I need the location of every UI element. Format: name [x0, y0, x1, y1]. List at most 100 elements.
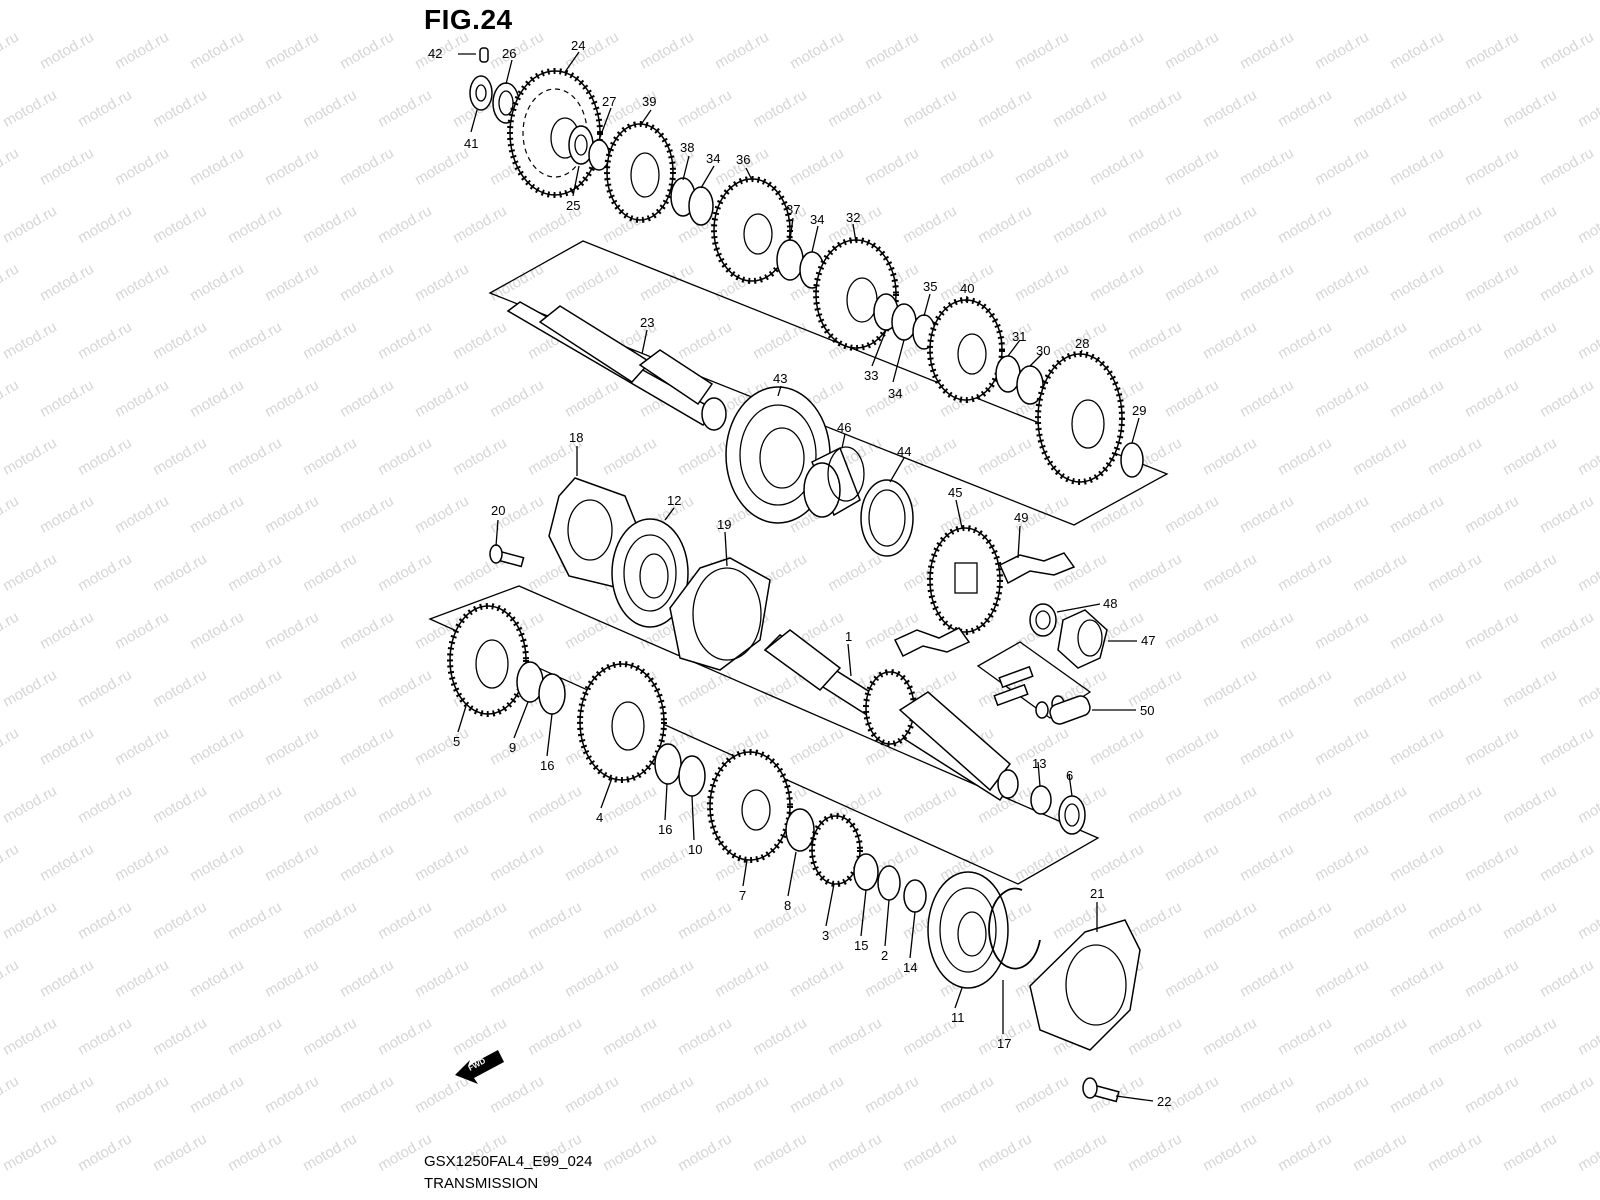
part-15-washer — [853, 853, 879, 891]
diagram-caption: TRANSMISSION — [424, 1175, 539, 1192]
callout-23: 23 — [640, 315, 654, 330]
part-23-countershaft — [506, 301, 727, 431]
callout-9: 9 — [509, 740, 516, 755]
part-47-nut — [1057, 609, 1108, 669]
callout-31: 31 — [1012, 329, 1026, 344]
callout-22: 22 — [1157, 1094, 1171, 1109]
part-50-chain-joint-set — [976, 641, 1092, 725]
part-16-circlip-a — [538, 673, 566, 715]
callout-26: 26 — [502, 46, 516, 61]
callout-7: 7 — [739, 888, 746, 903]
part-20-bolt — [489, 544, 525, 568]
part-4-gear — [577, 661, 667, 783]
part-45-sprocket — [927, 525, 1003, 635]
callout-13: 13 — [1032, 756, 1046, 771]
part-10-washer — [678, 755, 706, 797]
callout-15: 15 — [854, 938, 868, 953]
callout-34-a: 34 — [706, 151, 720, 166]
callout-19: 19 — [717, 517, 731, 532]
callout-30: 30 — [1036, 343, 1050, 358]
diagram-code: GSX1250FAL4_E99_024 — [424, 1153, 593, 1170]
callout-42: 42 — [428, 46, 442, 61]
callout-5: 5 — [453, 734, 460, 749]
callout-1: 1 — [845, 629, 852, 644]
part-16-circlip-b — [654, 743, 682, 785]
part-7-gear — [707, 749, 793, 863]
callout-29: 29 — [1132, 403, 1146, 418]
part-2-bushing — [877, 865, 901, 901]
part-13-circlip — [1030, 785, 1052, 815]
callout-34-b: 34 — [810, 212, 824, 227]
callout-38: 38 — [680, 140, 694, 155]
callout-14: 14 — [903, 960, 917, 975]
part-37-bushing — [776, 239, 804, 281]
part-40-gear — [927, 297, 1005, 403]
callout-34-c: 34 — [888, 386, 902, 401]
callout-32: 32 — [846, 210, 860, 225]
callout-37: 37 — [786, 202, 800, 217]
callout-25: 25 — [566, 198, 580, 213]
part-19-retainer — [669, 557, 771, 671]
callout-39: 39 — [642, 94, 656, 109]
part-27-washer — [588, 139, 610, 171]
callout-36: 36 — [736, 152, 750, 167]
callout-48: 48 — [1103, 596, 1117, 611]
leader-lines — [457, 51, 1154, 1102]
part-1-driveshaft — [763, 629, 1019, 802]
part-12-bearing — [611, 518, 689, 628]
callout-50: 50 — [1140, 703, 1154, 718]
part-46-collar — [803, 446, 865, 518]
part-25-bushing — [568, 125, 594, 165]
callout-4: 4 — [596, 810, 603, 825]
part-34-circlip-a — [688, 186, 714, 226]
callout-11: 11 — [951, 1010, 965, 1025]
callout-44: 44 — [897, 444, 911, 459]
part-14-washer — [903, 879, 927, 913]
part-8-bushing — [785, 808, 815, 852]
countershaft-group-outline — [488, 240, 1169, 526]
part-28-gear — [1035, 351, 1125, 485]
callout-10: 10 — [688, 842, 702, 857]
part-48-washer — [1029, 603, 1057, 637]
part-41-needle-bearing — [469, 75, 493, 111]
callout-27: 27 — [602, 94, 616, 109]
part-42-pin — [479, 47, 489, 63]
part-49-drive-chain — [893, 552, 1076, 658]
callout-20: 20 — [491, 503, 505, 518]
callout-labels: 42 26 24 41 27 39 25 38 34 36 37 34 32 2… — [428, 38, 1171, 1109]
part-11-bearing — [927, 871, 1009, 989]
part-44-oil-seal — [860, 479, 914, 557]
callout-3: 3 — [822, 928, 829, 943]
fwd-direction-marker: FWD — [455, 1050, 504, 1084]
callout-16-b: 16 — [658, 822, 672, 837]
part-6-bushing — [1058, 795, 1086, 835]
callout-18: 18 — [569, 430, 583, 445]
callout-45: 45 — [948, 485, 962, 500]
callout-46: 46 — [837, 420, 851, 435]
callout-47: 47 — [1141, 633, 1155, 648]
callout-41: 41 — [464, 136, 478, 151]
callout-24: 24 — [571, 38, 585, 53]
part-22-bolt — [1082, 1077, 1120, 1103]
part-3-gear — [809, 813, 863, 887]
part-39-gear — [604, 121, 676, 223]
part-5-gear — [447, 603, 529, 717]
callout-8: 8 — [784, 898, 791, 913]
callout-49: 49 — [1014, 510, 1028, 525]
callout-40: 40 — [960, 281, 974, 296]
callout-35: 35 — [923, 279, 937, 294]
figure-title: FIG.24 — [424, 4, 513, 35]
callout-28: 28 — [1075, 336, 1089, 351]
callout-16-a: 16 — [540, 758, 554, 773]
part-21-bearing-retainer — [1029, 919, 1141, 1051]
callout-12: 12 — [667, 493, 681, 508]
callout-21: 21 — [1090, 886, 1104, 901]
part-17-circlip — [988, 887, 1041, 970]
part-29-bushing — [1120, 442, 1144, 478]
callout-43: 43 — [773, 371, 787, 386]
callout-17: 17 — [997, 1036, 1011, 1051]
callout-33: 33 — [864, 368, 878, 383]
driveshaft-group-outline — [428, 585, 1100, 885]
